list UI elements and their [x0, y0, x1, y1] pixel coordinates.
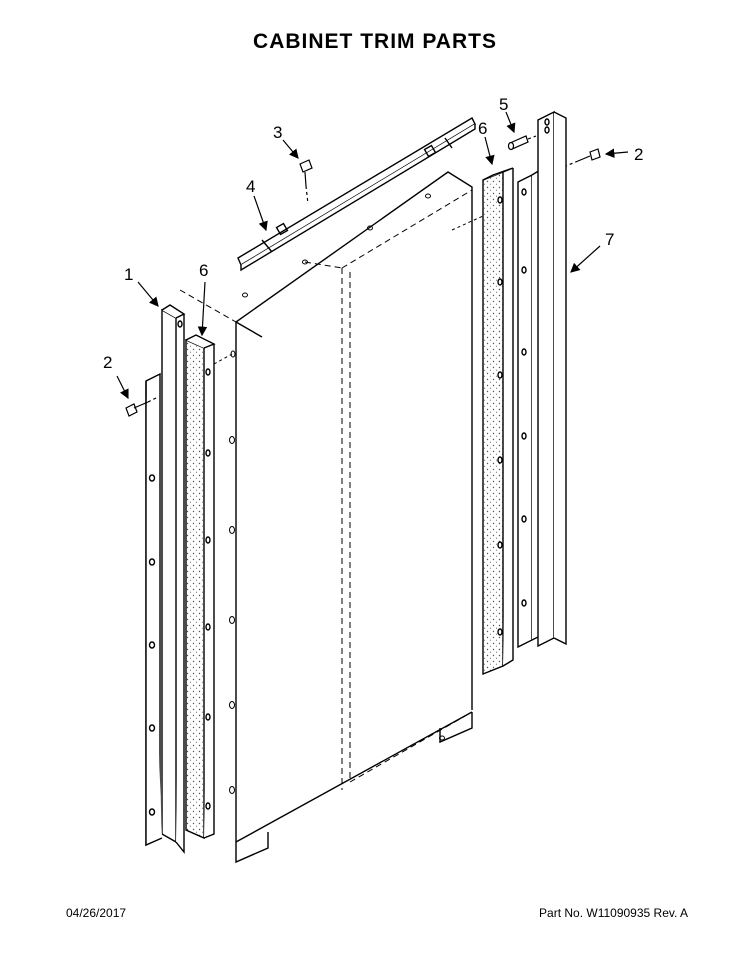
callout-6-left: 6 — [199, 261, 208, 280]
cabinet-body — [235, 171, 473, 864]
right-foam-strip-6 — [482, 167, 514, 676]
callout-2-right: 2 — [634, 145, 643, 164]
right-inner-trim — [517, 168, 541, 649]
page-title: CABINET TRIM PARTS — [253, 30, 497, 53]
cabinet-hidden-lines — [179, 189, 473, 790]
callout-4: 4 — [246, 177, 255, 196]
left-hole-leader — [213, 353, 233, 365]
top-trim-strip — [237, 117, 476, 272]
callout-5: 5 — [499, 95, 508, 114]
callout-2-left: 2 — [103, 353, 112, 372]
callout-1: 1 — [124, 265, 133, 284]
left-cabinet-hole — [230, 350, 236, 358]
pin-5 — [507, 135, 537, 151]
callout-7: 7 — [605, 230, 614, 249]
right-hole-leader — [451, 215, 484, 231]
cabinet-holes — [229, 193, 445, 794]
callout-3: 3 — [273, 123, 282, 142]
footer-part-info: Part No. W11090935 Rev. A — [539, 906, 688, 920]
right-outer-trim-7 — [537, 110, 567, 648]
screw-2-left — [125, 397, 157, 417]
left-foam-strip-6 — [185, 334, 216, 840]
screw-3 — [299, 159, 313, 205]
screw-2-right — [565, 148, 601, 167]
left-outer-trim — [145, 372, 163, 847]
callout-6-right: 6 — [478, 119, 487, 138]
footer-date: 04/26/2017 — [66, 906, 127, 920]
left-trim-1 — [161, 304, 186, 854]
callout-leaders — [116, 111, 629, 400]
